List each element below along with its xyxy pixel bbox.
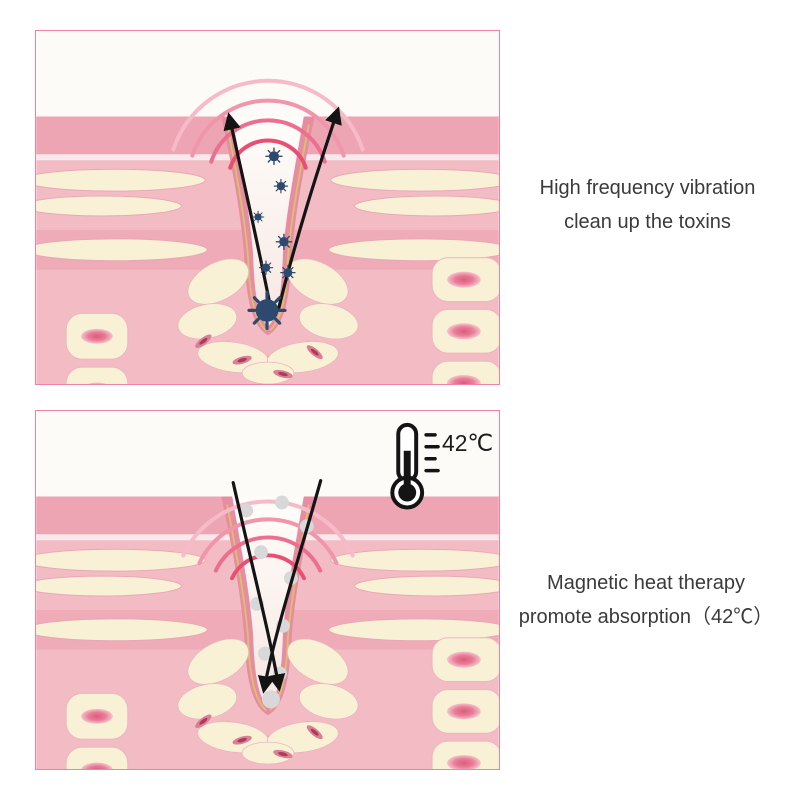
fiber-bundles bbox=[36, 168, 499, 262]
panel-magnetic-heat-therapy: 42℃ bbox=[35, 410, 500, 770]
temperature-label: 42℃ bbox=[442, 430, 493, 456]
caption-magnetic-heat-therapy: Magnetic heat therapy promote absorption… bbox=[496, 566, 796, 634]
dermis-cell-cluster bbox=[177, 638, 359, 765]
cell-blocks bbox=[65, 257, 499, 384]
spindle-cells bbox=[195, 334, 323, 379]
heat-ticks-icon bbox=[424, 433, 440, 473]
caption-line: High frequency vibration bbox=[539, 177, 756, 199]
panel-high-frequency-vibration bbox=[35, 30, 500, 385]
vibration-waves bbox=[181, 499, 355, 581]
dermis-cell-cluster bbox=[177, 258, 359, 384]
skin-cross-section-illustration bbox=[36, 31, 499, 384]
spindle-cells bbox=[195, 714, 323, 759]
cell-blocks bbox=[65, 637, 499, 769]
skin-cross-section-illustration: 42℃ bbox=[36, 411, 499, 769]
fiber-bundles bbox=[36, 548, 499, 642]
thermometer-icon bbox=[390, 422, 440, 510]
caption-line: clean up the toxins bbox=[564, 211, 731, 233]
caption-high-frequency-vibration: High frequency vibration clean up the to… bbox=[505, 171, 790, 239]
caption-line: promote absorption（42℃） bbox=[518, 606, 774, 628]
caption-line: Magnetic heat therapy bbox=[547, 572, 745, 594]
toxin-extraction-arrows bbox=[223, 106, 342, 312]
absorption-arrows bbox=[231, 479, 323, 694]
